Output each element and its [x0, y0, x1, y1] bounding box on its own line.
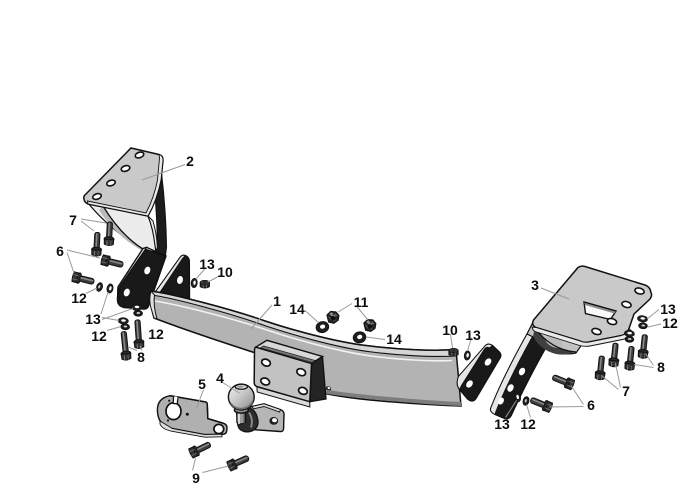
- svg-text:13: 13: [494, 416, 510, 432]
- svg-text:7: 7: [622, 383, 630, 399]
- svg-text:1: 1: [273, 293, 281, 309]
- svg-text:13: 13: [465, 327, 481, 343]
- svg-text:4: 4: [216, 370, 224, 386]
- svg-text:6: 6: [56, 243, 64, 259]
- svg-text:9: 9: [192, 470, 200, 486]
- svg-text:8: 8: [657, 359, 665, 375]
- svg-text:12: 12: [71, 290, 87, 306]
- svg-text:3: 3: [531, 277, 539, 293]
- svg-text:11: 11: [354, 294, 369, 310]
- svg-text:12: 12: [662, 315, 678, 331]
- svg-text:10: 10: [217, 264, 233, 280]
- svg-text:5: 5: [198, 376, 206, 392]
- svg-text:13: 13: [660, 301, 676, 317]
- svg-text:12: 12: [520, 416, 536, 432]
- svg-text:10: 10: [442, 322, 458, 338]
- svg-text:7: 7: [69, 212, 77, 228]
- svg-text:13: 13: [85, 311, 101, 327]
- svg-text:14: 14: [289, 301, 305, 317]
- svg-text:6: 6: [587, 397, 595, 413]
- svg-text:2: 2: [186, 153, 194, 169]
- svg-text:13: 13: [199, 256, 215, 272]
- svg-text:8: 8: [137, 349, 145, 365]
- svg-text:12: 12: [148, 326, 164, 342]
- svg-text:14: 14: [386, 331, 402, 347]
- svg-text:12: 12: [91, 328, 107, 344]
